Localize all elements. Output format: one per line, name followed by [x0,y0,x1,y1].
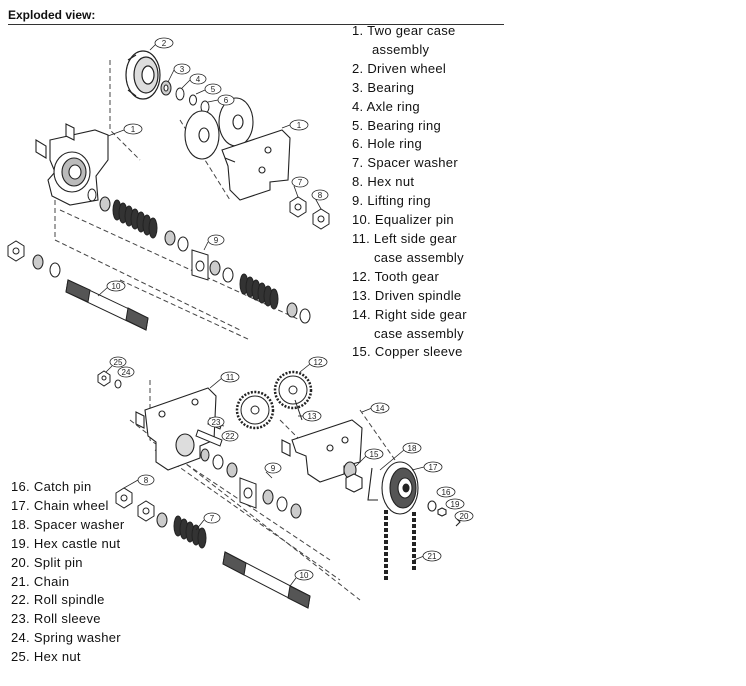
callout-3: 3 [180,65,185,74]
part-item: 16. Catch pin [11,479,92,494]
callout-22: 22 [226,432,235,441]
chain [384,510,416,580]
part-item: 10. Equalizer pin [352,212,454,228]
callout-8-top: 8 [318,191,323,200]
part-item: 8. Hex nut [352,174,415,190]
part-item: 12. Tooth gear [352,268,440,284]
callout-1-right: 1 [297,121,302,130]
part-item: 15. Copper sleeve [352,344,463,360]
driven-wheel-top [125,50,161,100]
callout-11: 11 [226,373,235,382]
callout-2-bubble [154,37,174,49]
callout-7-bottom: 7 [210,514,215,523]
part-item: 20. Split pin [11,554,83,570]
gear-case-right-top [184,97,291,201]
hex-nuts-top-right [289,196,330,230]
part-item: 23. Roll sleeve [11,611,101,627]
callout-12: 12 [314,358,323,367]
part-item: 21. Chain [11,573,70,589]
callout-17: 17 [429,463,438,472]
part-item: 19. Hex castle nut [11,535,121,551]
part-item: 6. Hole ring [352,136,423,152]
right-side-gear-case [281,419,363,483]
callout-18: 18 [408,444,417,453]
callout-25: 25 [114,358,123,367]
equalizer-pin-top [7,240,149,331]
bearing-rings-top [160,80,210,114]
parts-list-bottom: 16. Catch pin 17. Chain wheel 18. Spacer… [11,478,125,667]
callout-16: 16 [442,488,451,497]
callout-7-top: 7 [298,178,303,187]
callout-10-bottom: 10 [300,571,309,580]
page-title: Exploded view: [8,8,96,22]
axle-assembly-top [87,188,189,252]
callout-6: 6 [224,96,229,105]
part-item: 24. Spring washer [11,630,121,646]
callout-14: 14 [376,404,385,413]
axle-assembly-bottom [115,448,311,609]
callout-9-bottom: 9 [271,464,276,473]
part-item: 22. Roll spindle [11,592,105,608]
part-item: 4. Axle ring [352,98,420,114]
part-item: 2. Driven wheel [352,60,447,76]
callout-23: 23 [212,418,221,427]
callout-4: 4 [196,75,201,84]
part-item: 9. Lifting ring [352,193,431,209]
part-item: 3. Bearing [352,79,415,95]
hex-nut-and-washer-bottom [97,370,122,389]
callout-10-top: 10 [112,282,121,291]
part-item: 25. Hex nut [11,649,81,665]
part-item: 18. Spacer washer [11,516,125,532]
callout-20: 20 [460,512,469,521]
left-side-gear-case [135,387,217,471]
callout-15: 15 [370,450,379,459]
callout-19: 19 [451,500,460,509]
callout-13: 13 [308,412,317,421]
callout-1-left: 1 [131,125,136,134]
part-item: 13. Driven spindle [352,287,462,303]
callout-2: 2 [162,39,167,48]
lifting-ring-top [191,249,311,324]
gear-case-left-top [35,123,109,206]
callout-5: 5 [211,85,216,94]
callout-9-top: 9 [214,236,219,245]
chain-wheel-assembly [343,461,461,527]
callout-8-bottom: 8 [144,476,149,485]
part-item: 17. Chain wheel [11,497,109,513]
callout-21: 21 [428,552,437,561]
callout-24: 24 [122,368,131,377]
part-item: 7. Spacer washer [352,155,458,171]
part-item: 5. Bearing ring [352,117,442,133]
tooth-gears [235,370,313,430]
title-divider [8,24,504,25]
